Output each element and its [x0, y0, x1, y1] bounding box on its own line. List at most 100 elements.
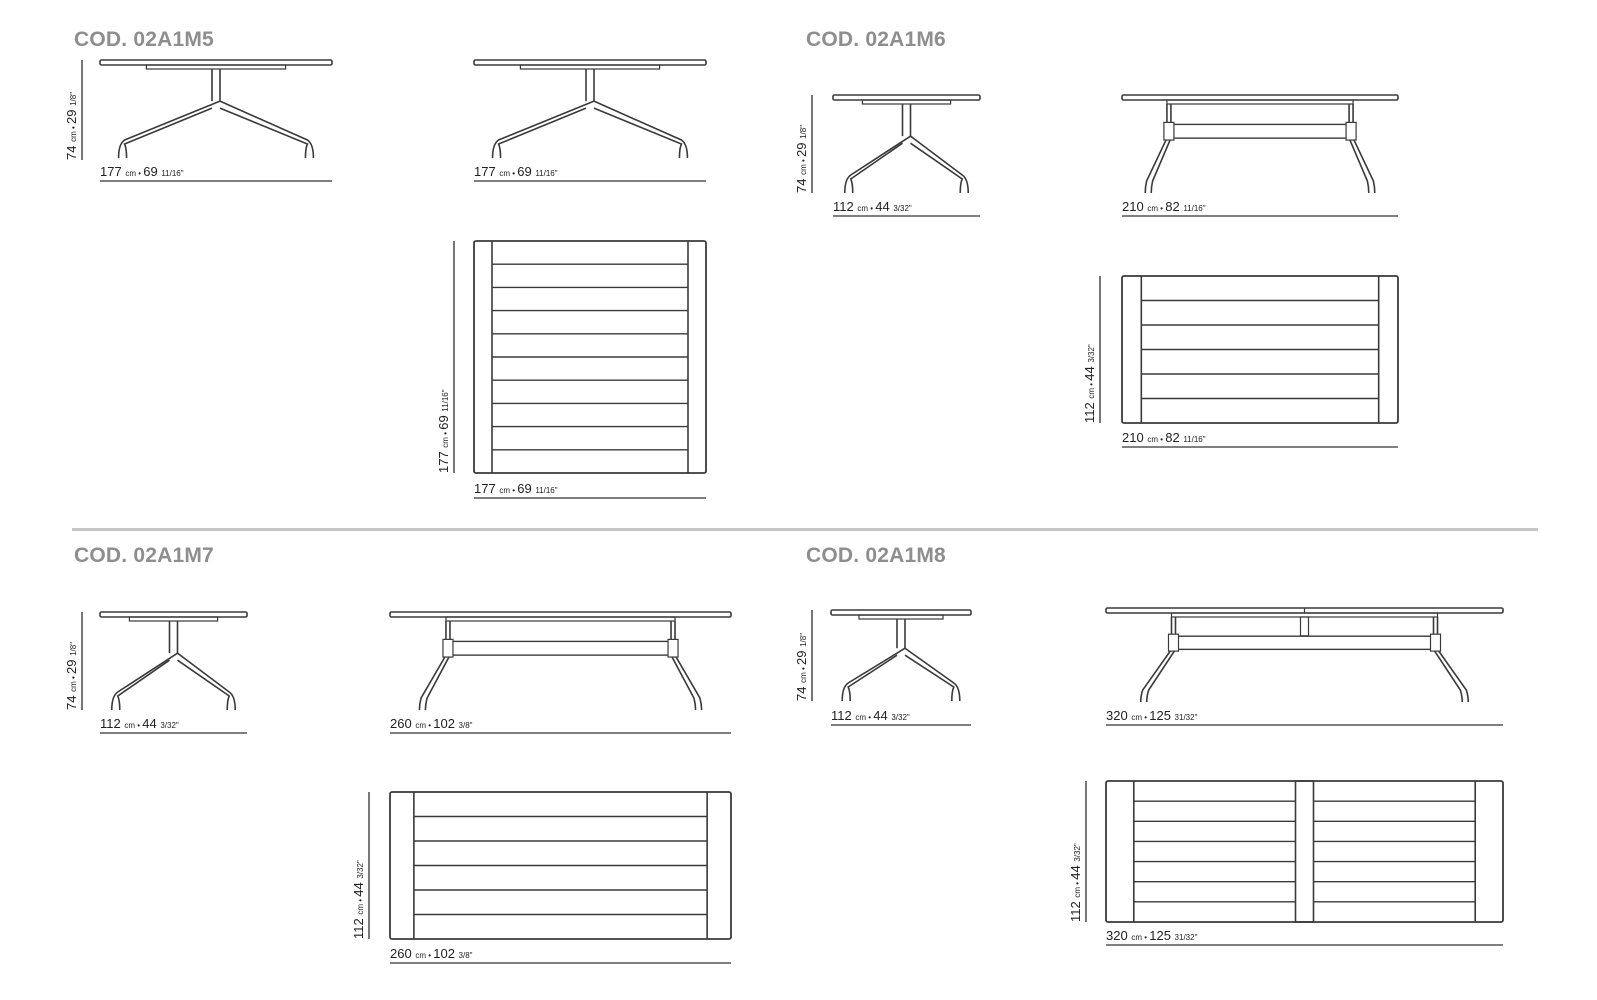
dimension-label: 177 cm • 69 11/16": [100, 164, 184, 179]
apron: [861, 99, 952, 105]
drawing-m8-side-a: 112 cm • 44 3/32" 74 cm • 29 1/8": [794, 609, 972, 726]
dimension-label: 74 cm • 29 1/8": [794, 125, 809, 193]
leg-arm: [843, 135, 911, 194]
drawing-m8-top: 320 cm • 125 31/32" 112 cm • 44 3/32": [1068, 780, 1504, 946]
leg-arm: [904, 654, 955, 702]
trestle-leg: [1150, 104, 1172, 194]
drawing-m6-top: 210 cm • 82 11/16" 112 cm • 44 3/32": [1082, 275, 1399, 448]
dimension-label: 177 cm • 69 11/16": [436, 389, 451, 473]
leg-arm: [497, 107, 587, 159]
trestle-leg: [1348, 104, 1370, 194]
table-top: [473, 59, 707, 66]
section-code-m6: COD. 02A1M6: [806, 28, 946, 51]
leg-arm: [593, 100, 689, 159]
leg-arm: [593, 107, 683, 159]
leg-arm: [177, 659, 231, 711]
leg-bracket: [1163, 121, 1175, 141]
apron: [128, 616, 219, 622]
leg-arm: [491, 100, 595, 159]
table-top: [389, 611, 732, 618]
leg-arm: [904, 647, 961, 702]
trestle-leg: [670, 621, 697, 711]
table-top: [99, 59, 333, 66]
leg-arm: [849, 142, 903, 194]
apron: [1166, 99, 1354, 105]
stretcher: [1176, 635, 1433, 651]
dimension-label: 112 cm • 44 3/32": [100, 716, 179, 731]
trestle-leg: [424, 621, 451, 711]
drawing-m7-top: 260 cm • 102 3/8" 112 cm • 44 3/32": [351, 791, 732, 964]
trestle-leg: [1436, 617, 1470, 703]
dimension-label: 112 cm • 44 3/32": [833, 199, 912, 214]
apron: [858, 614, 944, 620]
dimension-label: 177 cm • 69 11/16": [474, 164, 558, 179]
leg-bracket: [1167, 633, 1180, 652]
stretcher: [1172, 123, 1348, 139]
trestle-leg: [1139, 617, 1173, 703]
trestle-leg: [1145, 617, 1177, 703]
trestle-leg: [418, 621, 447, 711]
dimension-label: 74 cm • 29 1/8": [64, 92, 79, 160]
apron: [145, 64, 287, 70]
leg-bracket: [1429, 633, 1442, 652]
section-code-m7: COD. 02A1M7: [74, 544, 214, 567]
trestle-leg: [674, 621, 703, 711]
dimension-label: 112 cm • 44 3/32": [351, 860, 366, 939]
dimension-label: 112 cm • 44 3/32": [1082, 344, 1097, 423]
trestle-leg: [1144, 104, 1168, 194]
leg-arm: [177, 652, 237, 711]
drawing-m5-top: 177 cm • 69 11/16" 177 cm • 69 11/16": [436, 240, 707, 499]
dimension-label: 260 cm • 102 3/8": [390, 716, 473, 731]
drawing-m5-side-a: 177 cm • 69 11/16" 74 cm • 29 1/8": [64, 59, 333, 182]
stretcher: [451, 640, 670, 656]
leg-arm: [910, 142, 964, 194]
leg-arm: [847, 654, 898, 702]
leg-bracket: [442, 638, 454, 658]
plan-outline: [389, 791, 732, 940]
dimension-label: 74 cm • 29 1/8": [794, 633, 809, 701]
drawing-m6-side-a: 112 cm • 44 3/32" 74 cm • 29 1/8": [794, 94, 981, 217]
leg-bracket: [1345, 121, 1357, 141]
trestle-leg: [1432, 617, 1464, 703]
apron: [445, 616, 676, 622]
dimension-label: 210 cm • 82 11/16": [1122, 199, 1206, 214]
leg-arm: [841, 647, 906, 702]
dimension-label: 320 cm • 125 31/32": [1106, 708, 1198, 723]
leg-arm: [219, 100, 315, 159]
leg-arm: [117, 100, 221, 159]
table-top: [832, 94, 981, 101]
dimension-label: 260 cm • 102 3/8": [390, 946, 473, 961]
section-divider: [72, 528, 1538, 531]
leg-arm: [123, 107, 213, 159]
apron: [519, 64, 661, 70]
table-top: [99, 611, 248, 618]
table-top: [1121, 94, 1399, 101]
drawing-m7-side-b: 260 cm • 102 3/8": [389, 611, 732, 734]
drawing-m6-side-b: 210 cm • 82 11/16": [1121, 94, 1399, 217]
dimension-label: 112 cm • 44 3/32": [1068, 843, 1083, 922]
dimension-label: 177 cm • 69 11/16": [474, 481, 558, 496]
center-post: [1299, 616, 1310, 637]
leg-arm: [110, 652, 178, 711]
leg-arm: [910, 135, 970, 194]
plan-outline: [1105, 780, 1504, 923]
leg-arm: [219, 107, 309, 159]
section-code-m5: COD. 02A1M5: [74, 28, 214, 51]
dimension-label: 74 cm • 29 1/8": [64, 642, 79, 710]
table-top: [830, 609, 972, 616]
dimension-label: 112 cm • 44 3/32": [831, 708, 910, 723]
dimension-label: 210 cm • 82 11/16": [1122, 430, 1206, 445]
drawing-m7-side-a: 112 cm • 44 3/32" 74 cm • 29 1/8": [64, 611, 248, 734]
dimension-label: 320 cm • 125 31/32": [1106, 928, 1198, 943]
plan-outline: [1121, 275, 1399, 424]
center-board: [1294, 780, 1315, 923]
drawing-m5-side-b: 177 cm • 69 11/16": [473, 59, 707, 182]
plan-outline: [473, 240, 707, 474]
trestle-leg: [1352, 104, 1376, 194]
leg-bracket: [667, 638, 679, 658]
drawing-m8-side-b: 320 cm • 125 31/32": [1105, 607, 1504, 726]
leg-arm: [116, 659, 170, 711]
section-code-m8: COD. 02A1M8: [806, 544, 946, 567]
